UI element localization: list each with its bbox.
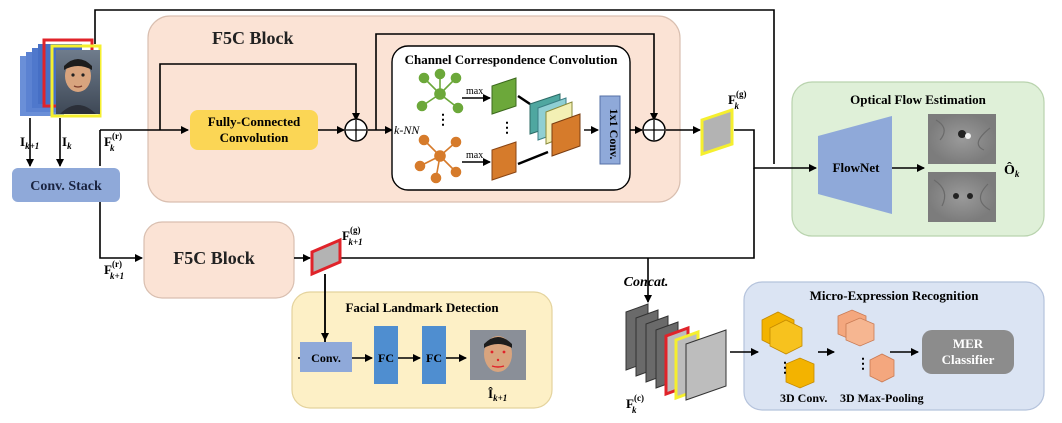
feature-fg-k1-label: F(g)k+1: [342, 225, 363, 247]
knn-label: k-NN: [394, 123, 420, 137]
sum-node-2: [642, 118, 666, 142]
concat-label: Concat.: [624, 275, 669, 290]
conv3d-label: 3D Conv.: [780, 391, 827, 405]
conv1x1-box: [599, 95, 621, 165]
frame-cur-label: Ik: [62, 134, 72, 151]
conv1x1-label: 1x1 Conv.: [607, 109, 621, 160]
mer-classifier-line2: Classifier: [942, 352, 995, 367]
feature-fr-k1-label: F(r)k+1: [104, 259, 124, 281]
f5c-bottom-title: F5C Block: [173, 248, 255, 268]
max-label-top: max: [466, 86, 483, 97]
fc-conv-line2: Convolution: [220, 130, 289, 145]
sum-node-1: [344, 118, 368, 142]
flownet-label: FlowNet: [833, 160, 881, 175]
feature-card-orange: [491, 141, 517, 181]
landmark-fc2-label: FC: [426, 351, 442, 365]
landmark-title: Facial Landmark Detection: [345, 300, 499, 315]
input-frame-stack: [20, 38, 102, 118]
knn-graph-green: [416, 68, 464, 114]
f5c-top-title: F5C Block: [212, 28, 294, 48]
maxpool3d-label: 3D Max-Pooling: [840, 391, 924, 405]
landmark-face-image: [470, 330, 526, 380]
flow-output-label: Ôk: [1004, 161, 1020, 179]
feature-fg-k: [700, 107, 734, 157]
fc-conv-box: [190, 110, 318, 150]
mer-classifier-box: [922, 330, 1014, 374]
landmark-fc2-box: [422, 326, 446, 384]
maxpool3d-cubes: [837, 309, 895, 383]
flownet-box: [818, 116, 892, 214]
fc-conv-line1: Fully-Connected: [208, 114, 301, 129]
conv3d-cubes: [761, 311, 815, 389]
feature-card-green: [491, 77, 517, 115]
mer-panel: [743, 281, 1045, 411]
feature-fg-k-label: F(g)k: [728, 89, 746, 111]
conv-stack-label: Conv. Stack: [30, 179, 102, 194]
concat-feature-stack: [625, 303, 727, 401]
mer-classifier-line1: MER: [953, 336, 984, 351]
vdots-maxpool: ⋮: [856, 357, 870, 372]
landmark-fc1-label: FC: [378, 351, 394, 365]
vdots-cards: ⋮: [500, 121, 514, 136]
connection-lines: [26, 9, 925, 362]
mer-title: Micro-Expression Recognition: [810, 288, 980, 303]
feature-fg-k1: [310, 237, 342, 277]
max-label-bottom: max: [466, 150, 483, 161]
landmark-conv-box: [300, 342, 352, 372]
flow-image-top: [928, 114, 996, 164]
vdots-conv3d: ⋮: [778, 361, 792, 376]
conv-stack-box: [12, 168, 120, 202]
landmark-fc1-box: [374, 326, 398, 384]
landmark-conv-label: Conv.: [311, 351, 341, 365]
feature-fr-k-label: F(r)k: [104, 131, 122, 153]
optical-flow-title: Optical Flow Estimation: [850, 92, 987, 107]
stacked-feature-cards: [529, 93, 581, 157]
frame-next-label: Ik+1: [20, 134, 39, 151]
vdots-knn: ⋮: [436, 113, 450, 128]
ccc-title: Channel Correspondence Convolution: [405, 52, 619, 67]
knn-graph-orange: [414, 134, 462, 184]
feature-fc-k-label: F(c)k: [626, 393, 644, 415]
landmark-output-label: Îk+1: [488, 386, 507, 403]
flow-image-bottom: [928, 172, 996, 222]
f5c-block-bottom-panel: [143, 221, 295, 299]
